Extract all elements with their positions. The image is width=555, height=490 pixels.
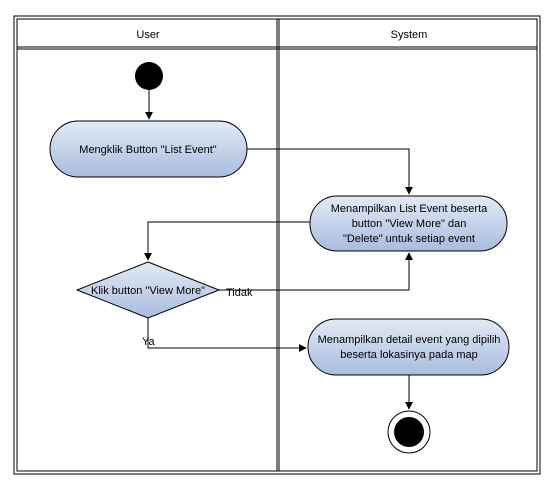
activity-show-list-event-label-2: button "View More" dan xyxy=(352,218,467,230)
activity-show-detail-label-1: Menampilkan detail event yang dipilih xyxy=(318,334,501,346)
edge-label-yes: Ya xyxy=(142,336,156,348)
edge-decision-yes xyxy=(147,318,307,352)
activity-show-list-event-label-1: Menampilkan List Event beserta xyxy=(331,203,488,215)
activity-click-list-event-label: Mengklik Button "List Event" xyxy=(79,144,217,156)
decision-view-more-label: Klik button "View More" xyxy=(91,285,205,297)
final-node-core xyxy=(394,417,424,447)
activity-show-list-event xyxy=(309,195,508,252)
lane-header-system: System xyxy=(391,29,428,41)
lane-header-user: User xyxy=(136,29,160,41)
edge-label-no: Tidak xyxy=(226,287,253,299)
edge-click-to-list xyxy=(247,148,413,195)
diagram-frame-outer xyxy=(13,15,541,475)
edge-list-to-decision xyxy=(144,221,310,261)
activity-show-detail-label-2: beserta lokasinya pada map xyxy=(340,349,478,361)
initial-node xyxy=(135,62,163,90)
activity-show-detail xyxy=(307,318,510,376)
activity-show-list-event-label-3: "Delete" untuk setiap event xyxy=(343,233,475,245)
edge-decision-no xyxy=(219,252,413,291)
